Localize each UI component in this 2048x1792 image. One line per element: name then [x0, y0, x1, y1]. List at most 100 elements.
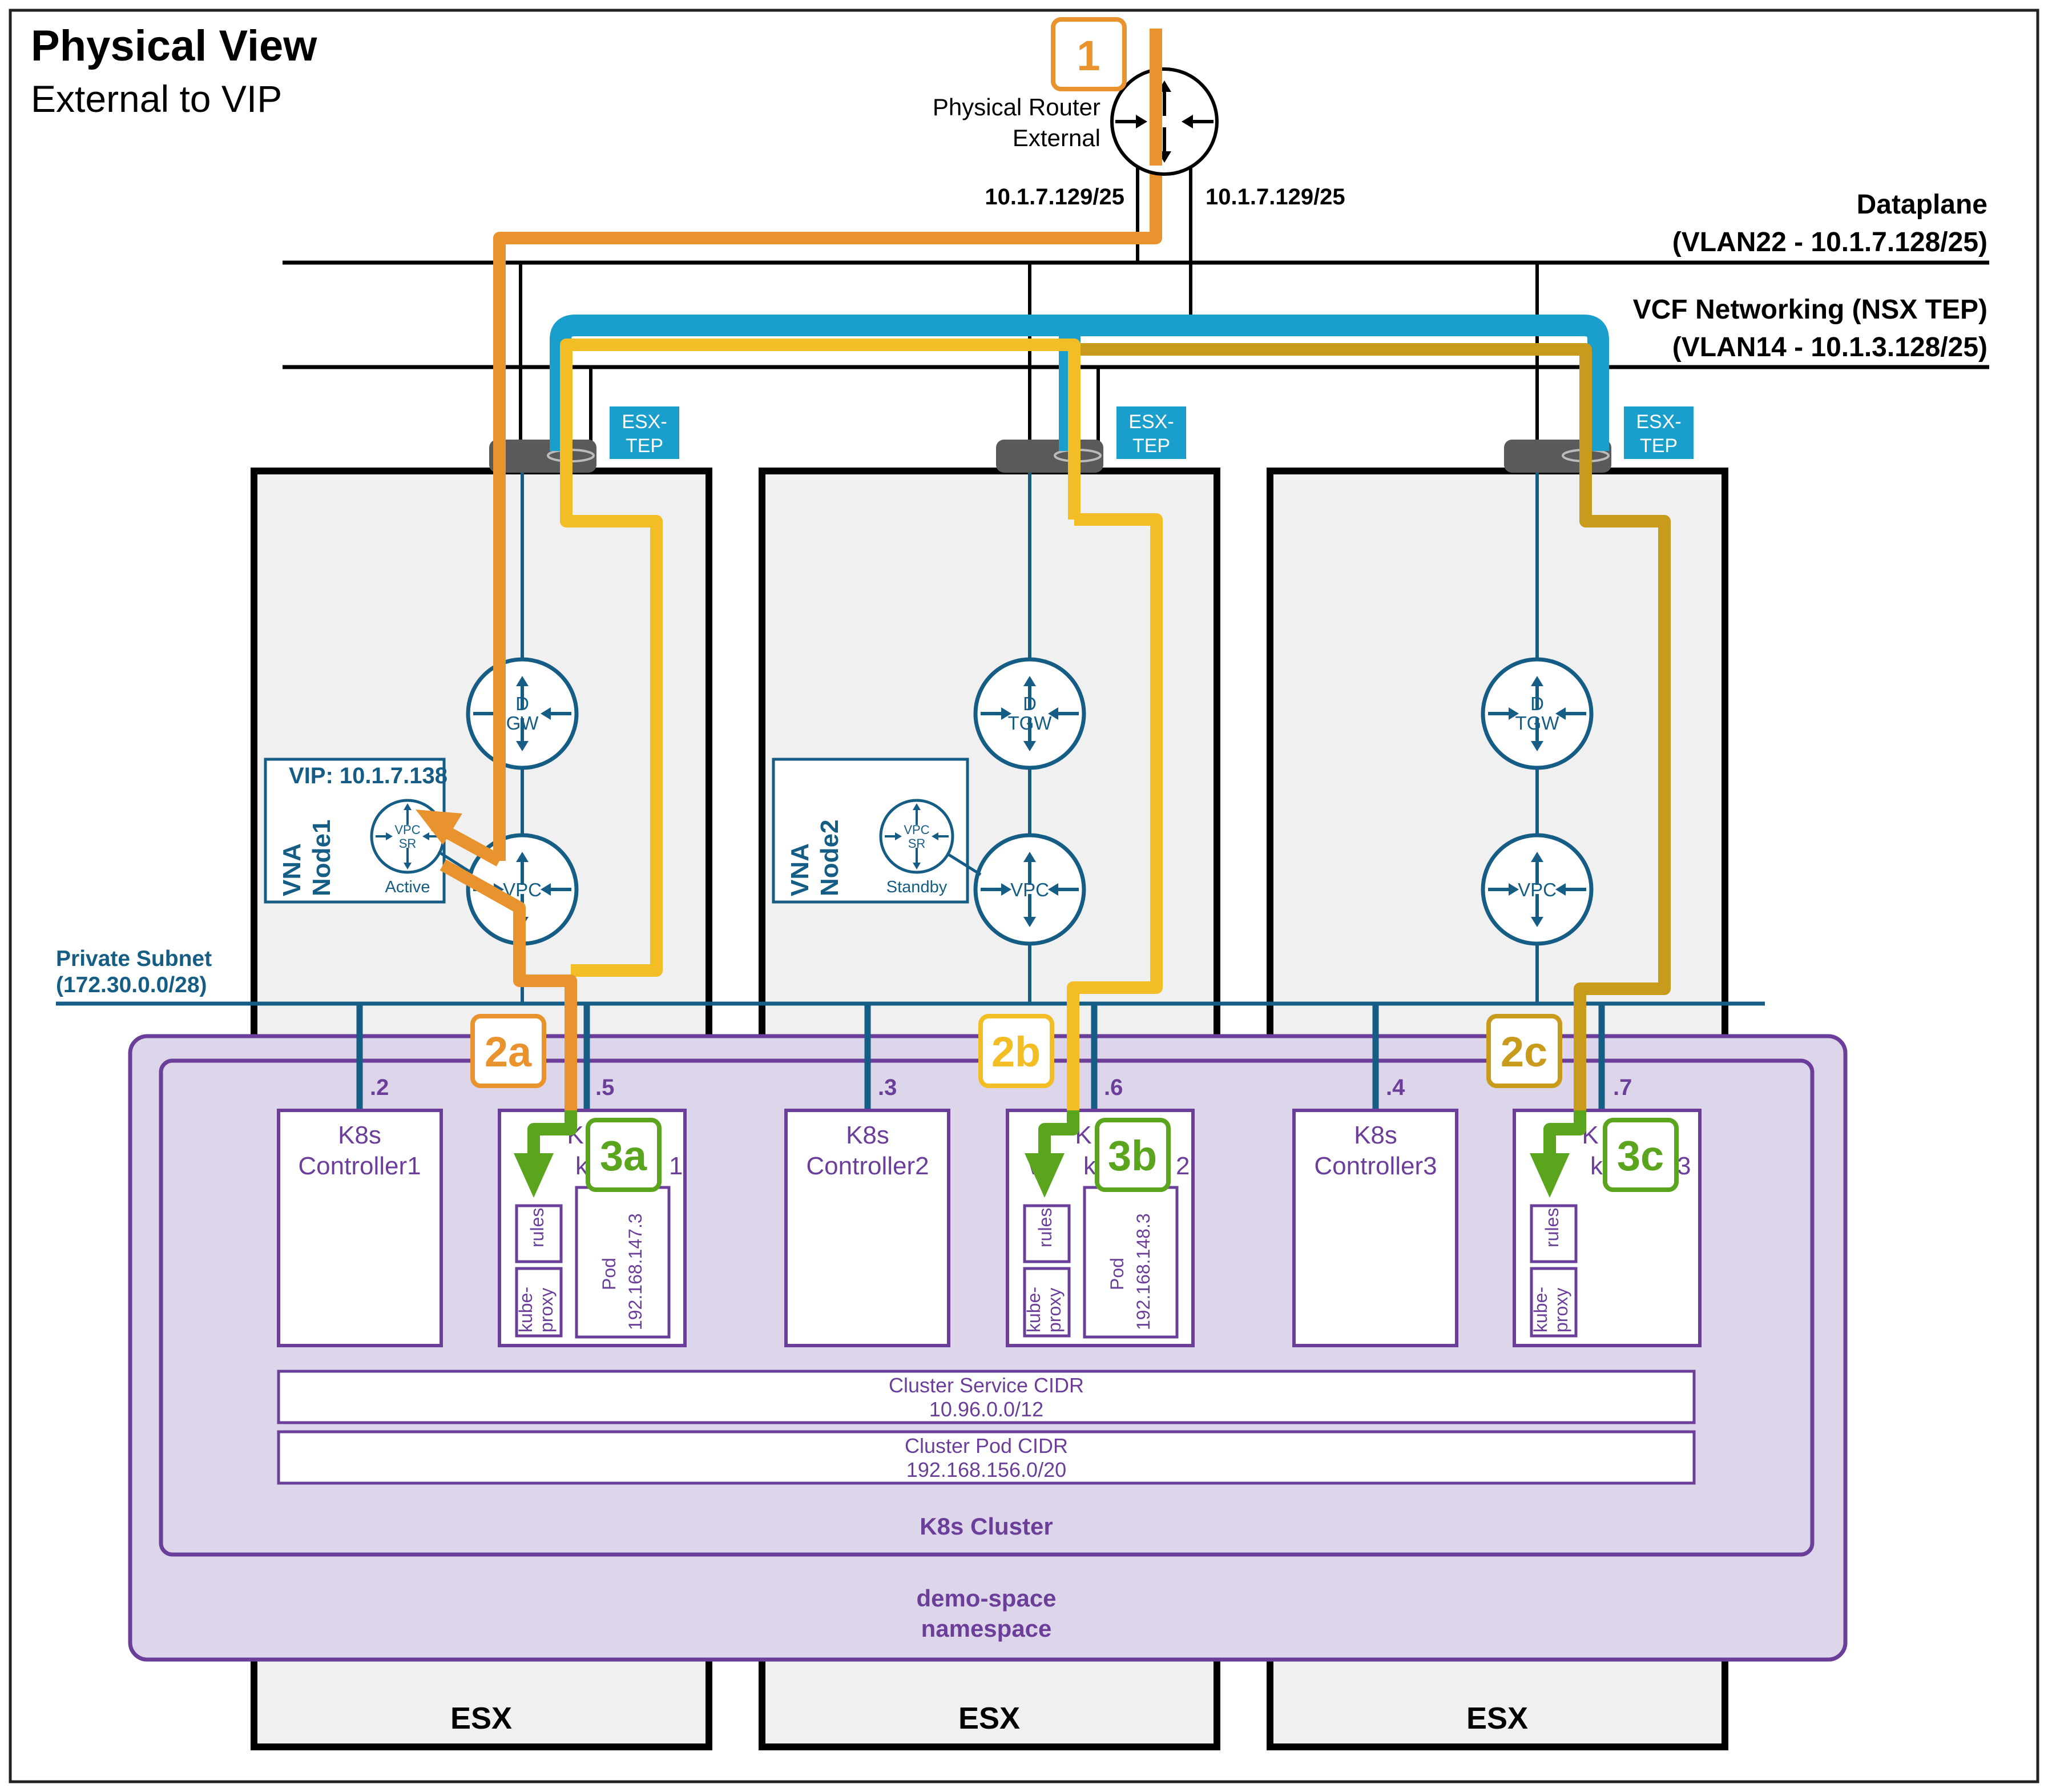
pod-box-1	[575, 1186, 671, 1339]
tep-label-2: (VLAN14 - 10.1.3.128/25)	[1672, 332, 1987, 363]
path-orange-from-vip	[440, 859, 577, 1110]
dataplane-label-1: Dataplane	[1857, 190, 1987, 220]
svg-text:kube-: kube-	[1530, 1287, 1551, 1332]
k8s-controller-2: K8s Controller2	[784, 1109, 950, 1347]
page-title: Physical View	[31, 22, 317, 70]
svg-text:Cluster Service CIDR: Cluster Service CIDR	[889, 1374, 1084, 1397]
svg-text:Node1: Node1	[308, 820, 336, 896]
svg-text:2a: 2a	[485, 1028, 532, 1076]
subnet-drops	[356, 1004, 1605, 1110]
pod-box-2	[1083, 1186, 1179, 1339]
svg-text:192.168.156.0/20: 192.168.156.0/20	[906, 1458, 1066, 1481]
svg-text:VPC: VPC	[394, 823, 420, 837]
svg-text:Pod: Pod	[1107, 1258, 1127, 1290]
vpc-router-3: VPC	[1481, 833, 1594, 946]
svg-text:D: D	[1023, 693, 1037, 714]
svg-text:1: 1	[669, 1152, 683, 1180]
kube-proxy-box-2	[1023, 1267, 1071, 1338]
svg-text:GW: GW	[506, 712, 539, 734]
svg-text:SR: SR	[908, 836, 926, 851]
esx-label-3: ESX	[1466, 1701, 1528, 1735]
svg-text:Standby: Standby	[886, 878, 948, 896]
svg-text:3a: 3a	[600, 1132, 647, 1179]
vpc-sr-router-2: VPC SR	[879, 799, 954, 874]
path-yellow-host1-host2	[560, 339, 1081, 977]
tep-connector-2	[996, 440, 1103, 473]
step-badge-2a: 2a	[470, 1014, 546, 1088]
svg-text:D: D	[1530, 693, 1544, 714]
svg-text:TEP: TEP	[1640, 435, 1678, 457]
physical-router	[1110, 67, 1219, 176]
esx-tep-badge-1: ESX- TEP	[610, 406, 679, 459]
tep-label-1: VCF Networking (NSX TEP)	[1633, 295, 1987, 325]
cluster-service-cidr: Cluster Service CIDR 10.96.0.0/12	[277, 1370, 1696, 1424]
worker1-ip: .5	[595, 1075, 614, 1100]
green-arrow-3c	[1530, 1110, 1586, 1198]
cluster-pod-cidr: Cluster Pod CIDR 192.168.156.0/20	[277, 1430, 1696, 1485]
dtgw-router-2: D TGW	[973, 657, 1086, 770]
vna2-vpc-link	[948, 853, 982, 876]
svg-text:3c: 3c	[1617, 1132, 1664, 1179]
svg-text:ESX-: ESX-	[1128, 411, 1174, 433]
svg-text:TGW: TGW	[1515, 712, 1560, 734]
svg-text:VNA: VNA	[786, 843, 814, 896]
svg-text:proxy: proxy	[1551, 1288, 1571, 1332]
svg-text:Cluster Pod CIDR: Cluster Pod CIDR	[905, 1434, 1068, 1457]
kube-proxy-box-1	[515, 1267, 563, 1338]
esx-tep-badge-3: ESX- TEP	[1624, 406, 1694, 459]
svg-text:3b: 3b	[1108, 1132, 1157, 1179]
green-arrow-3a	[514, 1110, 577, 1198]
svg-text:Controller3: Controller3	[1314, 1152, 1437, 1180]
orange-arrowhead-vip	[416, 810, 462, 845]
svg-text:Node2: Node2	[816, 820, 844, 896]
k8s-controller-3: K8s Controller3	[1292, 1109, 1458, 1347]
svg-text:VPC: VPC	[904, 823, 929, 837]
vpc-router-2: VPC	[973, 833, 1086, 946]
green-arrow-3b	[1025, 1110, 1079, 1198]
private-subnet-label: Private Subnet (172.30.0.0/28)	[56, 947, 212, 997]
dataplane-label-2: (VLAN22 - 10.1.7.128/25)	[1672, 227, 1987, 257]
step-badge-3c: 3c	[1603, 1118, 1679, 1192]
svg-text:192.168.148.3: 192.168.148.3	[1133, 1213, 1154, 1330]
k8s-cluster-label: K8s Cluster	[920, 1513, 1053, 1540]
dtgw-router-3: D TGW	[1481, 657, 1594, 770]
k8s-controller-1: K8s Controller1	[277, 1109, 443, 1347]
vip-label: VIP: 10.1.7.138	[289, 763, 448, 788]
step-badge-3a: 3a	[586, 1118, 662, 1192]
worker3-ip: .7	[1613, 1075, 1632, 1100]
step-badge-2b: 2b	[978, 1014, 1054, 1088]
step-badge-3b: 3b	[1095, 1118, 1171, 1192]
kube-proxy-box-3	[1530, 1267, 1578, 1338]
svg-text:ESX-: ESX-	[622, 411, 667, 433]
svg-text:SR: SR	[399, 836, 417, 851]
svg-text:proxy: proxy	[536, 1288, 557, 1332]
controller1-ip: .2	[370, 1075, 389, 1100]
svg-text:Controller1: Controller1	[298, 1152, 421, 1180]
svg-text:VPC: VPC	[1010, 879, 1049, 900]
svg-text:VNA: VNA	[278, 843, 306, 896]
svg-text:Pod: Pod	[599, 1258, 619, 1290]
svg-text:rules: rules	[1542, 1208, 1562, 1247]
svg-text:2: 2	[1176, 1152, 1190, 1180]
svg-text:10.96.0.0/12: 10.96.0.0/12	[929, 1398, 1043, 1421]
namespace-label-2: namespace	[921, 1615, 1052, 1642]
rules-box-1	[515, 1204, 563, 1263]
svg-text:TEP: TEP	[1132, 435, 1170, 457]
esx-tep-badge-2: ESX- TEP	[1116, 406, 1186, 459]
rules-box-3	[1530, 1204, 1578, 1263]
svg-text:rules: rules	[527, 1208, 547, 1247]
rules-box-2	[1023, 1204, 1071, 1263]
svg-text:(172.30.0.0/28): (172.30.0.0/28)	[56, 973, 207, 997]
page-subtitle: External to VIP	[31, 78, 282, 120]
svg-text:External: External	[1013, 124, 1100, 151]
path-yellow-host2-down	[1067, 513, 1163, 1110]
svg-text:VPC: VPC	[1518, 879, 1557, 900]
svg-text:K8s: K8s	[1354, 1121, 1397, 1149]
physical-router-label: Physical Router External	[933, 94, 1100, 151]
namespace-label-1: demo-space	[916, 1585, 1056, 1612]
svg-text:2c: 2c	[1501, 1028, 1547, 1076]
vna1-vpc-link	[437, 850, 474, 875]
controller3-ip: .4	[1386, 1075, 1405, 1100]
svg-text:K8s: K8s	[338, 1121, 381, 1149]
esx-label-1: ESX	[450, 1701, 512, 1735]
